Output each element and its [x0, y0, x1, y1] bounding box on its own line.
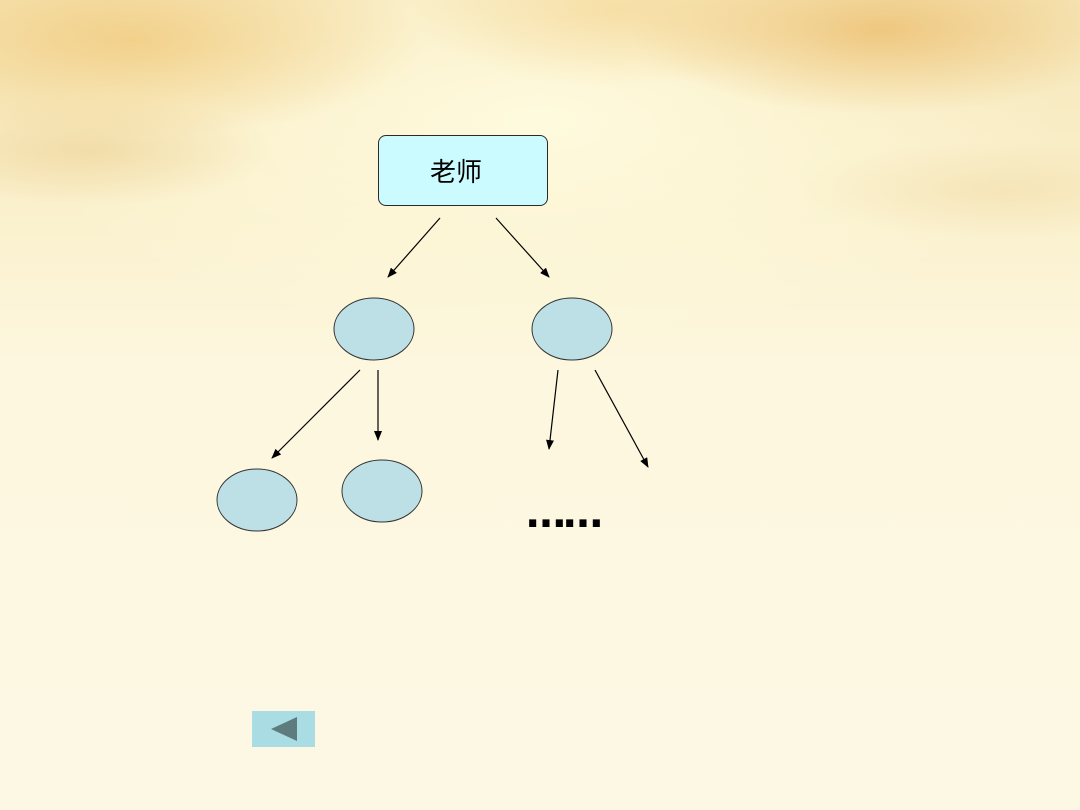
arrow-right-to-more-1	[546, 369, 559, 450]
root-node-label: 老师	[429, 158, 482, 188]
node-level2-right	[531, 297, 613, 361]
back-button[interactable]	[252, 711, 315, 747]
node-level3-leaf-2	[341, 459, 423, 523]
node-level2-left	[333, 297, 415, 361]
arrow-root-to-left-node	[387, 217, 441, 278]
arrow-right-to-more-2	[594, 369, 649, 468]
arrow-root-to-right-node	[495, 217, 550, 278]
root-node-teacher: 老师	[378, 135, 548, 206]
back-arrow-icon	[270, 717, 297, 741]
node-level3-leaf-1	[216, 468, 298, 532]
ellipsis-more-nodes: ……	[526, 491, 603, 537]
arrow-left-to-leaf-1	[271, 369, 361, 459]
